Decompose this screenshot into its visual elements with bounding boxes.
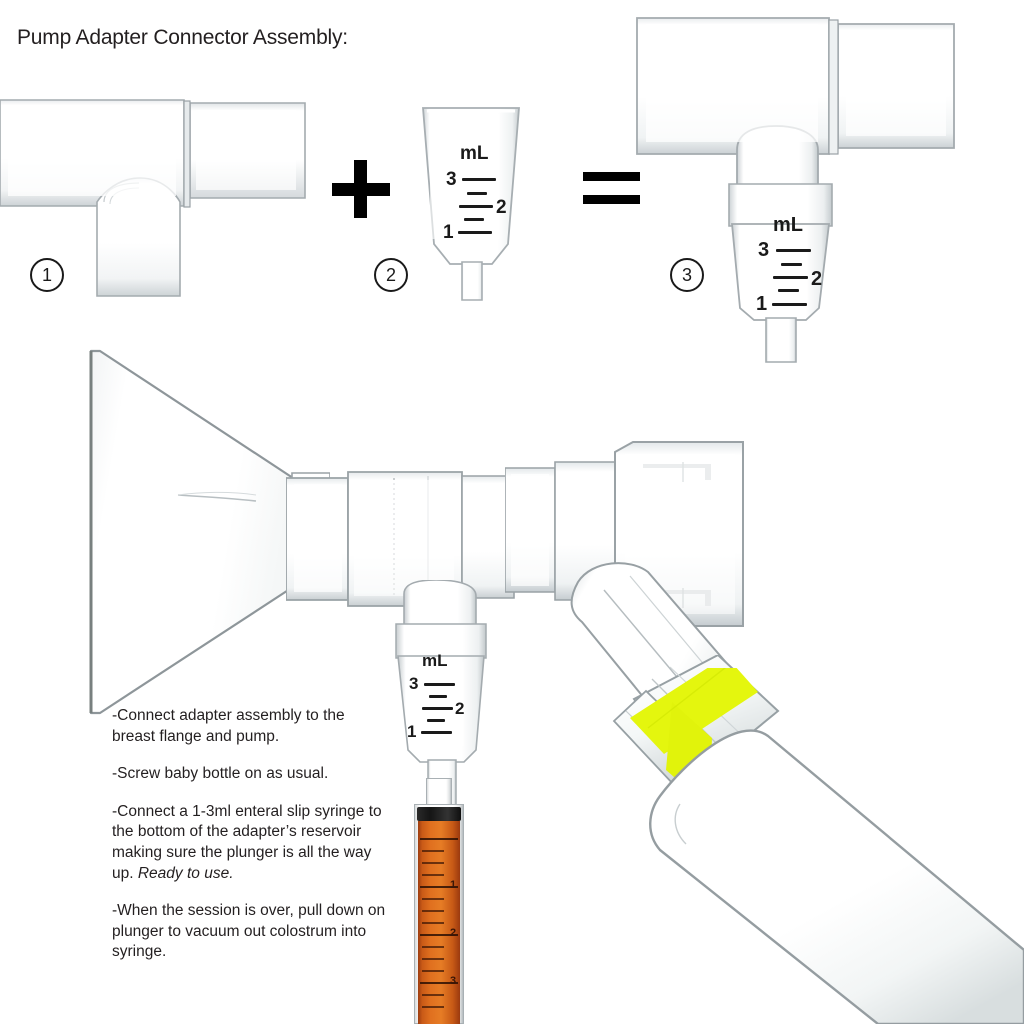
instruction-3: -Connect a 1-3ml enteral slip syringe to… — [112, 802, 388, 884]
syringe-tick-minor-10 — [422, 994, 444, 996]
syringe-stopper — [417, 807, 461, 821]
equals-bar-bottom — [583, 195, 640, 204]
reservoir-graphic — [422, 107, 520, 301]
syringe-tip — [426, 778, 452, 806]
assembled-reservoir-unit-label: mL — [773, 214, 803, 236]
reservoir-tick-1point5 — [464, 218, 484, 221]
plus-bar-vertical — [354, 160, 367, 218]
syringe-graduation-3: 3 — [450, 975, 457, 987]
part-main-reservoir: mL 3 2 1 — [390, 580, 500, 810]
reservoir-tick-2point5 — [467, 192, 487, 195]
main-reservoir-tick-1point5 — [427, 719, 445, 722]
assembled-reservoir-graduation-1: 1 — [756, 293, 768, 315]
assembled-adapter-graphic — [636, 17, 955, 363]
syringe-tick-major-1 — [420, 886, 458, 888]
main-reservoir-graduation-1: 1 — [407, 722, 417, 741]
part-connector-tube — [286, 470, 516, 608]
main-reservoir-tick-1 — [421, 731, 452, 734]
syringe-tick-major-0 — [420, 838, 458, 840]
syringe-graduation-1: 1 — [450, 879, 457, 891]
part-enteral-syringe: 1 2 3 — [408, 778, 480, 1024]
syringe-tick-major-2 — [420, 934, 458, 936]
part-graduated-reservoir: mL 3 2 1 — [420, 104, 525, 304]
assembled-reservoir-graduation-3: 3 — [758, 239, 770, 261]
syringe-tick-minor-9 — [422, 970, 444, 972]
assembled-reservoir-tick-3 — [776, 249, 811, 252]
main-reservoir-tick-2 — [422, 707, 453, 710]
assembled-reservoir-tick-1point5 — [778, 289, 799, 292]
page-title: Pump Adapter Connector Assembly: — [17, 26, 348, 49]
syringe-tick-minor-6 — [422, 922, 444, 924]
main-reservoir-unit-label: mL — [422, 651, 448, 670]
main-reservoir-graduation-2: 2 — [455, 699, 465, 718]
instructions-block: -Connect adapter assembly to the breast … — [112, 706, 388, 963]
assembled-reservoir-graduation-2: 2 — [811, 268, 823, 290]
reservoir-graduation-2: 2 — [496, 197, 507, 218]
reservoir-unit-label: mL — [460, 143, 489, 164]
instruction-1: -Connect adapter assembly to the breast … — [112, 707, 345, 745]
instruction-2: -Screw baby bottle on as usual. — [112, 765, 329, 783]
reservoir-graduation-3: 3 — [446, 169, 457, 190]
reservoir-tick-2 — [459, 205, 493, 208]
part-tee-connector — [0, 98, 312, 298]
step-number-1: 1 — [30, 258, 64, 292]
reservoir-tick-3 — [462, 178, 496, 181]
instruction-3-emphasis: Ready to use. — [137, 864, 234, 882]
part-baby-bottle — [618, 700, 1024, 1024]
syringe-tick-minor-1 — [422, 850, 444, 852]
baby-bottle-graphic — [649, 729, 1024, 1024]
equals-operator-icon — [583, 172, 640, 204]
assembled-reservoir-tick-1 — [772, 303, 807, 306]
connector-tube-graphic — [286, 471, 515, 607]
syringe-tick-minor-3 — [422, 874, 444, 876]
syringe-tick-minor-8 — [422, 958, 444, 960]
part-assembled-adapter: mL 3 2 1 — [628, 8, 1024, 368]
equals-bar-top — [583, 172, 640, 181]
syringe-tick-minor-5 — [422, 910, 444, 912]
instruction-4: -When the session is over, pull down on … — [112, 902, 386, 961]
assembled-reservoir-tick-2point5 — [781, 263, 802, 266]
syringe-tick-minor-7 — [422, 946, 444, 948]
syringe-tick-minor-11 — [422, 1006, 444, 1008]
plus-operator-icon — [332, 160, 390, 218]
reservoir-tick-1 — [458, 231, 492, 234]
step-number-3: 3 — [670, 258, 704, 292]
syringe-tick-minor-2 — [422, 862, 444, 864]
tee-connector-graphic — [0, 99, 306, 297]
assembled-reservoir-tick-2 — [773, 276, 808, 279]
instruction-3-text: -Connect a 1-3ml enteral slip syringe to… — [112, 802, 382, 882]
main-reservoir-graduation-3: 3 — [409, 674, 419, 693]
main-reservoir-graphic — [395, 580, 487, 807]
main-reservoir-tick-2point5 — [429, 695, 447, 698]
step-number-2: 2 — [374, 258, 408, 292]
syringe-tick-minor-4 — [422, 898, 444, 900]
main-reservoir-tick-3 — [424, 683, 455, 686]
syringe-tick-major-3 — [420, 982, 458, 984]
reservoir-graduation-1: 1 — [443, 222, 454, 243]
syringe-graduation-2: 2 — [450, 927, 457, 939]
